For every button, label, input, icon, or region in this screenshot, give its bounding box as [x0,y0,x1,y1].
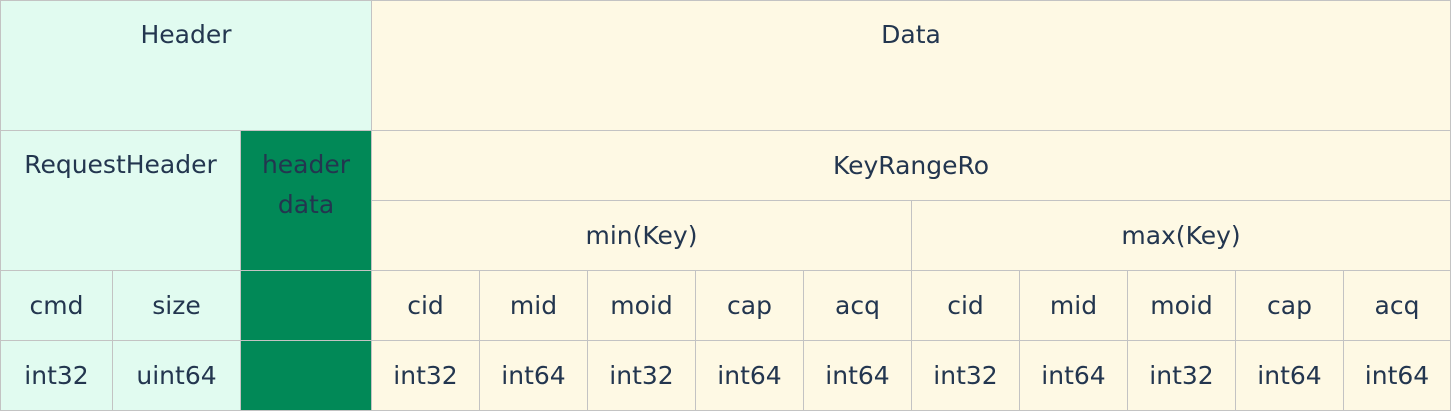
max-key-field-name: acq [1343,270,1451,341]
min-key-field-type: int64 [479,340,588,411]
cmd-field-name: cmd [0,270,113,341]
min-key-field-name: moid [587,270,696,341]
max-key-field-name: cid [911,270,1020,341]
size-field-type: uint64 [112,340,241,411]
header-data-fill [240,270,372,341]
cmd-field-type: int32 [0,340,113,411]
size-field-name: size [112,270,241,341]
max-key-cell: max(Key) [911,200,1451,271]
max-key-field-name: mid [1019,270,1128,341]
min-key-field-name: mid [479,270,588,341]
min-key-field-name: cap [695,270,804,341]
max-key-field-type: int32 [1127,340,1236,411]
header-section-title: Header [0,0,372,131]
max-key-field-type: int64 [1019,340,1128,411]
min-key-field-type: int64 [695,340,804,411]
min-key-field-type: int32 [587,340,696,411]
max-key-field-name: cap [1235,270,1344,341]
min-key-field-name: acq [803,270,912,341]
data-section-title: Data [371,0,1451,131]
max-key-field-type: int64 [1235,340,1344,411]
max-key-field-type: int64 [1343,340,1451,411]
header-data-cell: header data [240,130,372,271]
min-key-cell: min(Key) [371,200,912,271]
min-key-field-name: cid [371,270,480,341]
max-key-field-type: int32 [911,340,1020,411]
min-key-field-type: int32 [371,340,480,411]
header-data-fill [240,340,372,411]
key-range-cell: KeyRangeRo [371,130,1451,201]
max-key-field-name: moid [1127,270,1236,341]
min-key-field-type: int64 [803,340,912,411]
request-header-cell: RequestHeader [0,130,241,271]
